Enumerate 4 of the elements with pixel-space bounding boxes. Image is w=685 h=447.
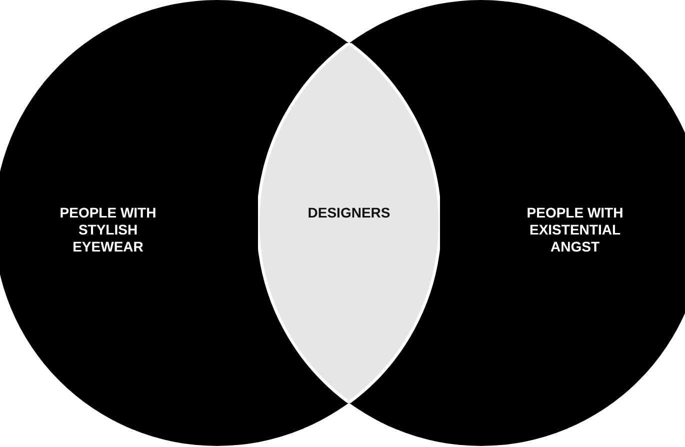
overlap-region xyxy=(258,43,440,403)
region-label: PEOPLE WITH EXISTENTIAL ANGST xyxy=(526,204,624,256)
region-label: PEOPLE WITH STYLISH EYEWEAR xyxy=(58,204,158,256)
region-label: DESIGNERS xyxy=(306,204,392,222)
